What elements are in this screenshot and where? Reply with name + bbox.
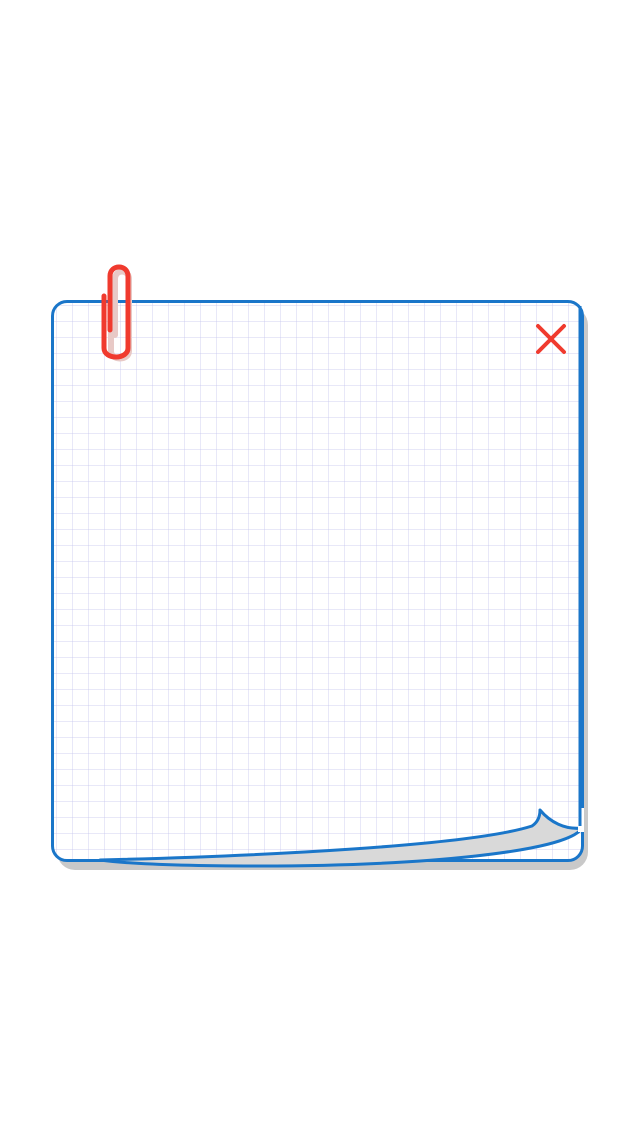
close-icon xyxy=(536,324,566,354)
paperclip-icon xyxy=(96,262,140,370)
note-paper xyxy=(51,300,584,862)
close-button[interactable] xyxy=(530,318,572,360)
